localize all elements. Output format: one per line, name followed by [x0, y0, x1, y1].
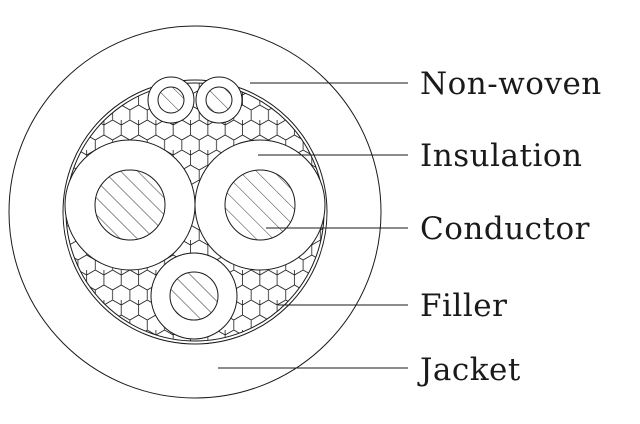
large-core-right [194, 139, 326, 271]
label-filler: Filler [420, 288, 507, 324]
small-core-top-right [195, 76, 243, 124]
jacket-outer-circle [8, 25, 382, 399]
medium-core-bottom [150, 252, 238, 340]
large-core-left [64, 139, 196, 271]
small-core-top-left [147, 76, 195, 124]
label-insulation: Insulation [420, 138, 582, 174]
label-conductor: Conductor [420, 211, 590, 247]
non-woven-wrap-outer [62, 79, 328, 345]
label-non-woven: Non-woven [420, 66, 602, 102]
label-jacket: Jacket [417, 352, 521, 388]
